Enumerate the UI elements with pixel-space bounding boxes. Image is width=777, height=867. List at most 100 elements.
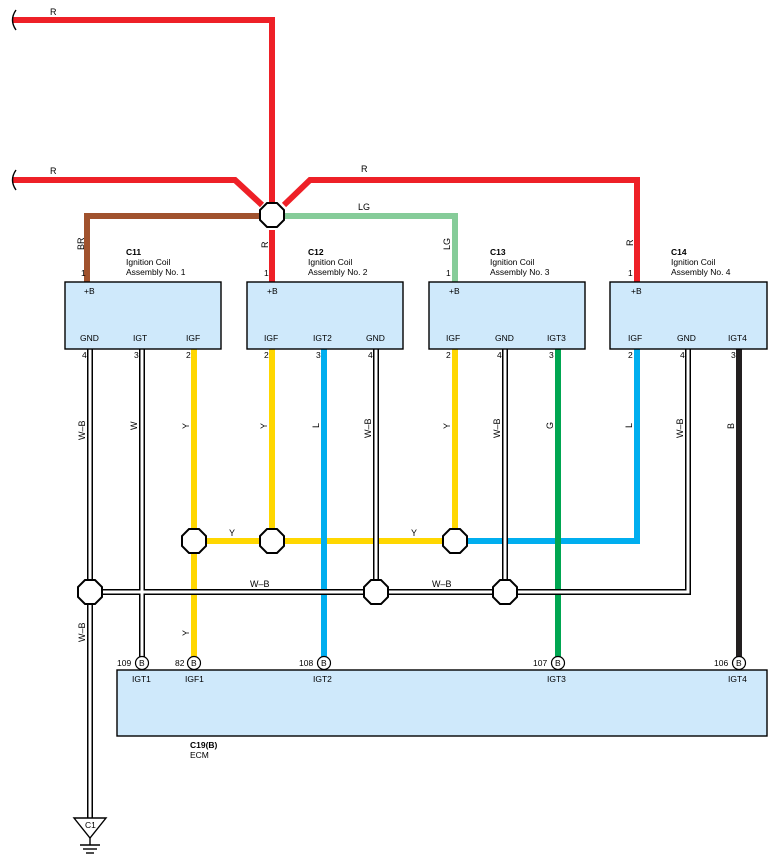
pin-name: IGF [446,333,460,343]
connector-marker [186,655,202,671]
wire-l-c14 [455,349,640,544]
pin-number: 2 [186,350,191,360]
pin-number: 109 [117,658,131,668]
component-name-line2: Assembly No. 3 [490,267,550,277]
label-w-c11: W [129,421,139,430]
component-name-line1: Ignition Coil [490,257,535,267]
ground-triangle-icon [72,817,108,840]
wire-br-c11 [84,213,260,282]
label-y-bus1: Y [229,528,235,538]
connector-letter: B [321,658,327,668]
top-pin-number: 1 [264,268,269,278]
connector-marker [731,655,747,671]
component-id: C14 [671,247,687,257]
label-y-bus2: Y [411,528,417,538]
wire-break-mid [11,169,17,191]
ecm-pin-109: 109 B IGT1 [117,655,151,684]
wire-r-right [281,177,640,282]
component-name-line1: Ignition Coil [126,257,171,267]
top-pin-name: +B [449,286,460,296]
component-c14: C14 Ignition Coil Assembly No. 4 1 +B IG… [609,247,768,360]
pin-name: IGF [186,333,200,343]
pin-name: IGT4 [728,333,747,343]
coil-box [428,281,586,350]
label-wb-c13: W–B [492,418,502,438]
pin-name: IGT4 [728,674,747,684]
label-wb-ground: W–B [77,622,87,642]
pin-number: 4 [497,350,502,360]
pin-number: 108 [299,658,313,668]
component-c13: C13 Ignition Coil Assembly No. 3 1 +B IG… [428,247,586,360]
pin-number: 3 [134,350,139,360]
pin-name: IGT1 [132,674,151,684]
connector-letter: B [139,658,145,668]
pin-number: 3 [731,350,736,360]
pin-number: 4 [680,350,685,360]
label-r-c12: R [260,241,270,248]
ground-c1: C1 [72,817,108,854]
component-ecm: 109 B IGT1 82 B IGF1 108 B IGT2 107 B IG… [116,655,768,760]
coil-box [609,281,768,350]
pin-name: GND [495,333,514,343]
connector-marker [316,655,332,671]
pin-name: GND [80,333,99,343]
label-y-c12: Y [259,423,269,429]
component-name-line2: Assembly No. 1 [126,267,186,277]
top-pin-number: 1 [81,268,86,278]
ecm-pin-106: 106 B IGT4 [714,655,747,684]
pin-name: GND [677,333,696,343]
label-l-c14: L [624,423,634,428]
pin-name: IGT2 [313,674,332,684]
junction-y-1 [181,528,207,554]
top-pin-name: +B [84,286,95,296]
pin-number: 2 [446,350,451,360]
junctions [77,202,518,605]
label-wb-bus2: W–B [432,579,452,589]
junction-wb-3 [492,579,518,605]
power-wires [13,17,640,282]
coil-box [246,281,404,350]
connector-letter: B [191,658,197,668]
label-r-mid: R [50,166,57,176]
component-c12: C12 Ignition Coil Assembly No. 2 1 +B IG… [246,247,404,360]
pin-number: 106 [714,658,728,668]
ecm-box [116,669,768,737]
pin-name: IGF [264,333,278,343]
pin-number: 107 [533,658,547,668]
pin-number: 2 [628,350,633,360]
label-y-low: Y [181,630,191,636]
label-wb-c12: W–B [363,418,373,438]
pin-name: GND [366,333,385,343]
label-lg-c13: LG [442,238,452,250]
pin-name: IGT3 [547,674,566,684]
component-id: C19(B) [190,740,218,750]
connector-marker [134,655,150,671]
label-r-top: R [50,7,57,17]
top-pin-name: +B [267,286,278,296]
pin-name: IGF1 [185,674,204,684]
label-b-c14: B [726,423,736,429]
coil-box [64,281,222,350]
wire-labels: R R R LG BR R LG R W–B W Y Y L W–B Y W–B… [50,7,736,642]
pin-number: 82 [175,658,185,668]
pin-name: IGF [628,333,642,343]
pin-name: IGT [133,333,147,343]
component-id: C12 [308,247,324,257]
component-name-line2: Assembly No. 2 [308,267,368,277]
label-g-c13: G [545,422,555,429]
pin-number: 3 [316,350,321,360]
ground-label: C1 [85,820,96,830]
label-wb-c11: W–B [77,420,87,440]
wire-r-top [13,17,275,205]
top-pin-number: 1 [628,268,633,278]
component-name: ECM [190,750,209,760]
pin-number: 4 [82,350,87,360]
connector-letter: B [736,658,742,668]
pin-number: 3 [549,350,554,360]
label-y-c11: Y [181,423,191,429]
wire-lg-c13 [284,213,458,282]
component-name-line1: Ignition Coil [671,257,716,267]
label-r-right: R [361,164,368,174]
label-br-c11: BR [76,237,86,250]
